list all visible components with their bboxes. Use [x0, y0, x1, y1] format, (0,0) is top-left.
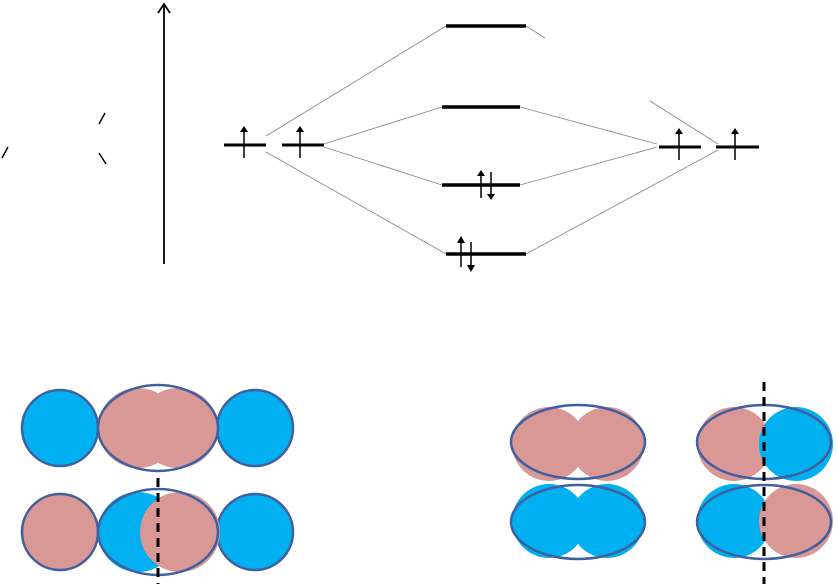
correlation-line	[649, 100, 719, 145]
bond-ellipse	[695, 483, 833, 561]
molecular-orbitals	[442, 24, 526, 272]
left-ao-2	[282, 126, 324, 158]
pink-lobe	[138, 388, 218, 468]
right-atom-orbitals	[659, 128, 759, 160]
correlation-lines	[265, 25, 719, 255]
mo-1	[446, 236, 526, 272]
arrowhead	[467, 265, 475, 272]
correlation-line	[525, 25, 546, 39]
stacked-bonding-sketch	[509, 403, 647, 561]
arrowhead	[240, 126, 248, 132]
correlation-line	[323, 146, 443, 186]
stray-mark	[98, 112, 106, 125]
pink-lobe	[697, 407, 771, 481]
blue-lobe	[215, 492, 295, 572]
linear-antibonding-sketch	[20, 478, 295, 584]
bond-ellipse	[509, 483, 647, 561]
arrowhead	[477, 170, 485, 176]
blue-lobe	[570, 484, 644, 558]
arrowhead	[457, 236, 465, 243]
stray-mark	[1, 146, 9, 159]
energy-axis	[157, 2, 171, 264]
arrowhead	[675, 128, 683, 134]
correlation-line	[265, 151, 447, 255]
left-ao-1	[224, 126, 266, 158]
linear-bonding-sketch	[20, 383, 295, 473]
pink-lobe	[759, 484, 833, 558]
left-atom-orbitals	[224, 126, 324, 158]
arrowhead	[731, 128, 739, 134]
mo-2	[442, 170, 520, 200]
blue-lobe	[512, 484, 586, 558]
bond-ellipse	[96, 383, 220, 473]
stray-marks	[1, 112, 107, 165]
correlation-line	[323, 106, 443, 145]
stray-mark	[98, 152, 107, 165]
correlation-line	[519, 106, 658, 145]
pink-lobe	[512, 407, 586, 481]
arrowhead	[487, 194, 495, 200]
right-ao-1	[659, 128, 701, 160]
arrowhead	[296, 126, 304, 132]
correlation-line	[265, 25, 447, 137]
correlation-line	[519, 146, 658, 186]
stacked-antibonding-sketch	[695, 382, 833, 584]
right-ao-2	[716, 128, 759, 160]
pink-lobe	[140, 492, 220, 572]
blue-lobe	[697, 484, 771, 558]
blue-lobe	[215, 388, 295, 468]
pink-lobe	[570, 407, 644, 481]
blue-lobe	[759, 407, 833, 481]
correlation-line	[525, 149, 719, 255]
bond-ellipse	[509, 403, 647, 481]
blue-lobe	[20, 388, 100, 468]
pink-lobe	[20, 492, 100, 572]
up-arrow-icon	[157, 2, 171, 14]
